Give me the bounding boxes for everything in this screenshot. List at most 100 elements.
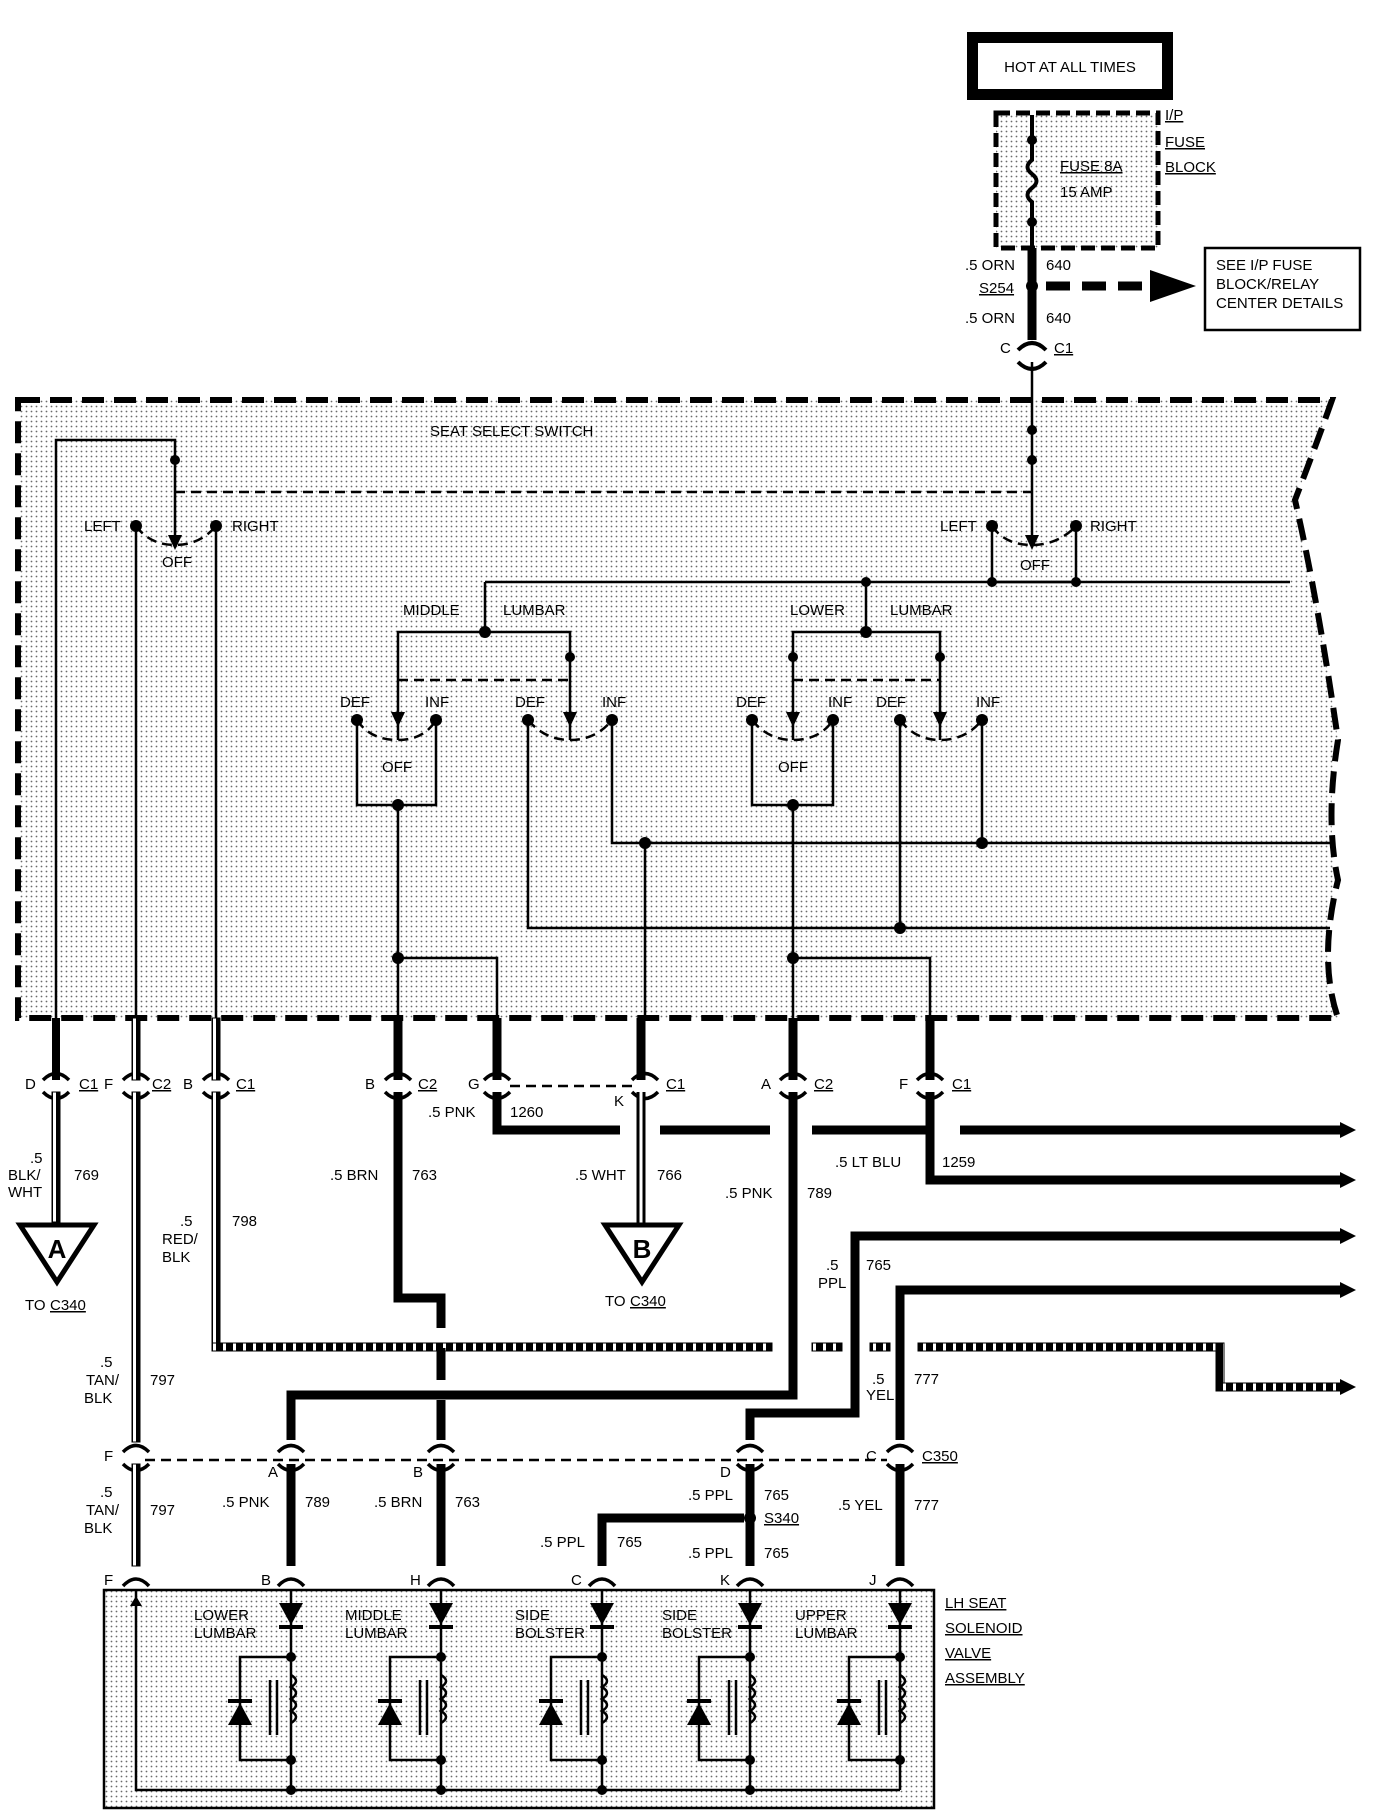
- svg-text:.5: .5: [30, 1150, 43, 1167]
- mid-def-label-a: DEF: [340, 694, 370, 711]
- svg-text:C2: C2: [152, 1076, 171, 1093]
- switch-left-label-a: LEFT: [84, 518, 121, 535]
- wire-640-bottom-circuit: 640: [1046, 310, 1071, 327]
- svg-text:UPPER: UPPER: [795, 1607, 847, 1624]
- svg-text:.5 PPL: .5 PPL: [540, 1534, 585, 1551]
- fuse-block-label-2: FUSE: [1165, 134, 1205, 151]
- middle-lumbar-label-2: LUMBAR: [503, 602, 566, 619]
- svg-text:TAN/: TAN/: [86, 1372, 120, 1389]
- svg-text:SIDE: SIDE: [515, 1607, 550, 1624]
- switch-output-wires: .5 BLK/ WHT 769 .5 TAN/ BLK 797 .5 RED/ …: [8, 1017, 1356, 1443]
- svg-text:J: J: [869, 1572, 877, 1589]
- svg-text:B: B: [365, 1076, 375, 1093]
- svg-text:777: 777: [914, 1497, 939, 1514]
- switch-right-label-a: RIGHT: [232, 518, 279, 535]
- svg-text:LUMBAR: LUMBAR: [345, 1625, 408, 1642]
- svg-text:C1: C1: [79, 1076, 98, 1093]
- feed-wire-640: .5 ORN 640 S254 .5 ORN 640: [965, 248, 1196, 340]
- ip-fuse-block: I/P FUSE BLOCK FUSE 8A 15 AMP: [993, 107, 1216, 251]
- svg-text:C2: C2: [418, 1076, 437, 1093]
- svg-text:C340: C340: [50, 1297, 86, 1314]
- lower-lumbar-label-1: LOWER: [790, 602, 845, 619]
- svg-text:.5 BRN: .5 BRN: [374, 1494, 422, 1511]
- switch-right-label-b: RIGHT: [1090, 518, 1137, 535]
- svg-text:.5: .5: [100, 1484, 113, 1501]
- svg-text:B: B: [183, 1076, 193, 1093]
- lh-seat-solenoid-valve-assembly: LH SEAT SOLENOID VALVE ASSEMBLY F B H C …: [102, 1572, 1025, 1810]
- low-off-label: OFF: [778, 759, 808, 776]
- svg-text:F: F: [899, 1076, 908, 1093]
- switch-conn-g: G: [468, 1071, 512, 1101]
- fuse-node-bottom: [1027, 217, 1037, 227]
- lower-wires: .5 TAN/ BLK 797 .5 PNK 789 .5 BRN 763 .5…: [84, 1463, 939, 1567]
- wire-640-top-circuit: 640: [1046, 257, 1071, 274]
- svg-text:BLK: BLK: [84, 1520, 112, 1537]
- svg-text:765: 765: [866, 1257, 891, 1274]
- wire-640-bottom-gauge: .5 ORN: [965, 310, 1015, 327]
- svg-text:.5 BRN: .5 BRN: [330, 1167, 378, 1184]
- low-def-label-a: DEF: [736, 694, 766, 711]
- switch-conn-k-c1: K C1: [614, 1071, 685, 1110]
- fuse-name: FUSE 8A: [1060, 158, 1123, 175]
- seat-select-switch: SEAT SELECT SWITCH LEFT RIGHT OFF LEFT R…: [15, 397, 1343, 1021]
- fuse-block-label-1: I/P: [1165, 107, 1183, 124]
- svg-text:C1: C1: [666, 1076, 685, 1093]
- svg-text:WHT: WHT: [8, 1184, 42, 1201]
- svg-text:PPL: PPL: [818, 1275, 846, 1292]
- see-note-line-1: SEE I/P FUSE: [1216, 257, 1312, 274]
- svg-text:YEL: YEL: [866, 1387, 894, 1404]
- see-note-line-3: CENTER DETAILS: [1216, 295, 1343, 312]
- svg-text:.5: .5: [872, 1371, 885, 1388]
- svg-text:RED/: RED/: [162, 1231, 199, 1248]
- fuse-block-label-3: BLOCK: [1165, 159, 1216, 176]
- svg-text:D: D: [25, 1076, 36, 1093]
- svg-text:A: A: [48, 1234, 67, 1264]
- connector-c1-top: C C1: [1000, 340, 1073, 400]
- switch-left-label-b: LEFT: [940, 518, 977, 535]
- svg-text:766: 766: [657, 1167, 682, 1184]
- svg-text:A: A: [268, 1464, 278, 1481]
- c350-label: C350: [922, 1448, 958, 1465]
- svg-text:C1: C1: [952, 1076, 971, 1093]
- connector-c1-top-pin: C: [1000, 340, 1011, 357]
- svg-text:769: 769: [74, 1167, 99, 1184]
- switch-off-label-a: OFF: [162, 554, 192, 571]
- see-note-line-2: BLOCK/RELAY: [1216, 276, 1319, 293]
- valve-side-bolster-b: SIDE BOLSTER: [662, 1590, 762, 1795]
- svg-text:798: 798: [232, 1213, 257, 1230]
- see-note-arrowhead: [1150, 270, 1196, 302]
- svg-text:763: 763: [455, 1494, 480, 1511]
- mid-inf-label-b: INF: [602, 694, 626, 711]
- svg-text:789: 789: [305, 1494, 330, 1511]
- svg-text:.5: .5: [100, 1354, 113, 1371]
- svg-text:LH SEAT: LH SEAT: [945, 1595, 1006, 1612]
- fuse-node-top: [1027, 135, 1037, 145]
- svg-text:C340: C340: [630, 1293, 666, 1310]
- wire-640-top-gauge: .5 ORN: [965, 257, 1015, 274]
- svg-text:BOLSTER: BOLSTER: [662, 1625, 732, 1642]
- svg-text:.5: .5: [826, 1257, 839, 1274]
- svg-text:777: 777: [914, 1371, 939, 1388]
- svg-text:B: B: [413, 1464, 423, 1481]
- switch-title: SEAT SELECT SWITCH: [430, 423, 593, 440]
- low-def-label-b: DEF: [876, 694, 906, 711]
- svg-text:.5 WHT: .5 WHT: [575, 1167, 626, 1184]
- svg-text:C2: C2: [814, 1076, 833, 1093]
- svg-text:H: H: [410, 1572, 421, 1589]
- svg-text:F: F: [104, 1076, 113, 1093]
- svg-text:1259: 1259: [942, 1154, 975, 1171]
- splice-s254-label: S254: [979, 280, 1014, 297]
- svg-text:LOWER: LOWER: [194, 1607, 249, 1624]
- svg-text:BLK/: BLK/: [8, 1167, 41, 1184]
- lower-lumbar-label-2: LUMBAR: [890, 602, 953, 619]
- mid-off-label: OFF: [382, 759, 412, 776]
- svg-text:BOLSTER: BOLSTER: [515, 1625, 585, 1642]
- valve-lower-lumbar: LOWER LUMBAR: [194, 1590, 303, 1795]
- fuse-rating: 15 AMP: [1060, 184, 1113, 201]
- svg-text:789: 789: [807, 1185, 832, 1202]
- svg-text:ASSEMBLY: ASSEMBLY: [945, 1670, 1025, 1687]
- svg-text:MIDDLE: MIDDLE: [345, 1607, 402, 1624]
- svg-text:A: A: [761, 1076, 771, 1093]
- mid-def-label-b: DEF: [515, 694, 545, 711]
- switch-off-label-b: OFF: [1020, 557, 1050, 574]
